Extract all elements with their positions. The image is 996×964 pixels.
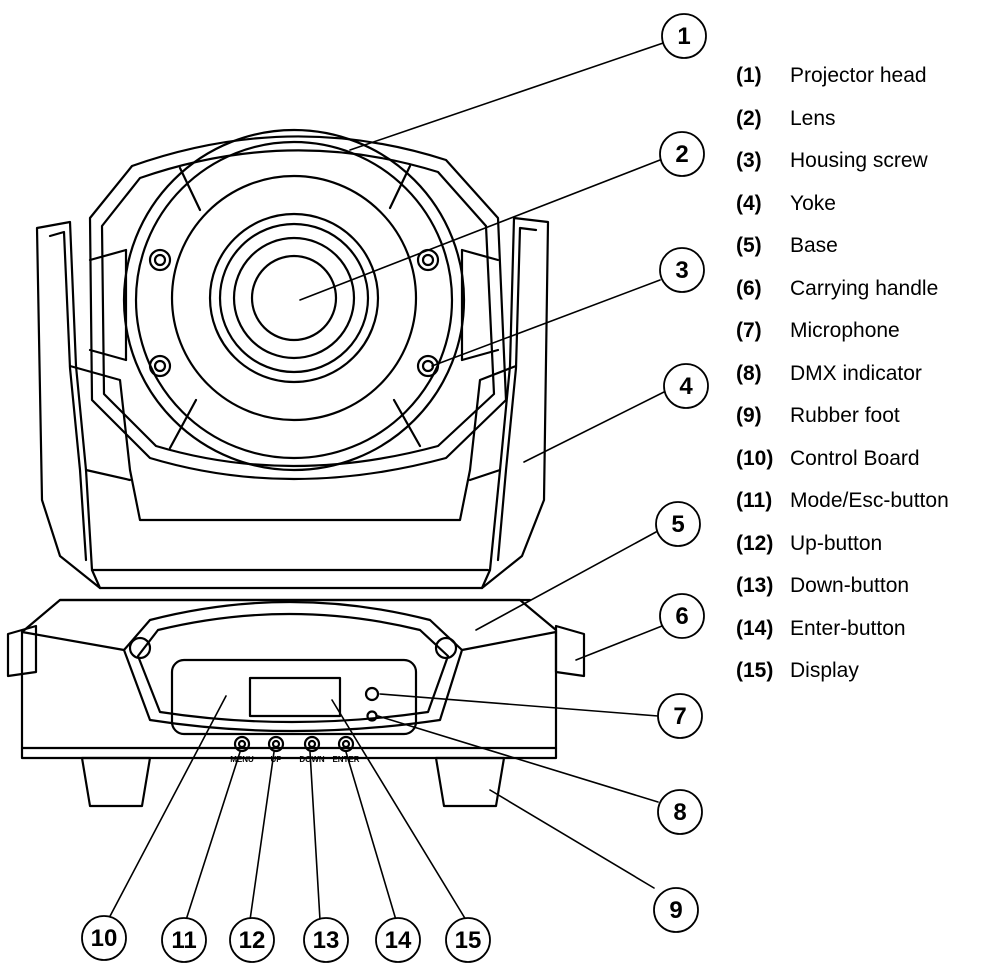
legend-item: (13) Down-button: [736, 568, 994, 611]
legend-item: (11) Mode/Esc-button: [736, 483, 994, 526]
legend-label: Up-button: [790, 531, 883, 555]
callout-1: 1: [661, 13, 707, 59]
callout-9: 9: [653, 887, 699, 933]
legend-label: Projector head: [790, 64, 927, 87]
yoke: [35, 216, 550, 590]
svg-text:14: 14: [385, 927, 412, 954]
legend-num: (15): [736, 659, 774, 682]
legend-label: Display: [790, 659, 859, 682]
legend-num: (2): [736, 106, 762, 130]
legend-label: Rubber foot: [790, 404, 900, 427]
svg-text:10: 10: [91, 925, 118, 952]
svg-text:11: 11: [171, 927, 196, 954]
svg-text:2: 2: [675, 141, 688, 168]
callout-6: 6: [659, 593, 705, 639]
legend-item: (6) Carrying handle: [736, 271, 994, 314]
carrying-handles: [6, 624, 586, 678]
callout-13: 13: [303, 917, 349, 963]
control-buttons: [233, 735, 355, 753]
callout-5: 5: [655, 501, 701, 547]
legend-label: Down-button: [790, 574, 910, 597]
legend-item: (14) Enter-button: [736, 611, 994, 654]
legend-num: (8): [736, 361, 762, 385]
svg-text:5: 5: [671, 511, 684, 538]
button-label-menu: MENU: [230, 755, 254, 764]
legend-item: (7) Microphone: [736, 313, 994, 356]
legend-label: Enter-button: [790, 616, 906, 640]
legend-item: (9) Rubber foot: [736, 398, 994, 441]
leader-lines: [107, 39, 673, 921]
legend-num: (3): [736, 149, 762, 172]
legend-item: (8) DMX indicator: [736, 356, 994, 399]
callout-4: 4: [663, 363, 709, 409]
button-label-down: DOWN: [299, 755, 325, 764]
legend-label: Mode/Esc-button: [790, 489, 949, 512]
legend-num: (14): [736, 616, 774, 640]
legend-num: (6): [736, 276, 762, 300]
lens: [170, 174, 418, 422]
callout-8: 8: [657, 789, 703, 835]
legend-label: Lens: [790, 106, 836, 130]
legend-item: (5) Base: [736, 228, 994, 271]
svg-text:4: 4: [679, 373, 693, 400]
legend-num: (1): [736, 64, 762, 87]
svg-text:13: 13: [313, 927, 340, 954]
legend-item: (4) Yoke: [736, 186, 994, 229]
base: [20, 598, 558, 760]
svg-text:15: 15: [455, 927, 482, 954]
legend-label: Control Board: [790, 446, 920, 470]
legend-num: (4): [736, 191, 762, 215]
legend-num: (10): [736, 446, 774, 470]
legend-item: (3) Housing screw: [736, 143, 994, 186]
svg-text:12: 12: [239, 927, 266, 954]
legend-num: (5): [736, 234, 762, 257]
callout-11: 11: [161, 917, 207, 963]
legend-item: (1) Projector head: [736, 58, 994, 101]
svg-text:8: 8: [673, 799, 686, 826]
svg-text:9: 9: [669, 897, 682, 924]
legend-num: (7): [736, 319, 762, 342]
legend-label: Housing screw: [790, 149, 928, 172]
legend-label: DMX indicator: [790, 361, 922, 385]
callout-7: 7: [657, 693, 703, 739]
callout-2: 2: [659, 131, 705, 177]
legend-item: (2) Lens: [736, 101, 994, 144]
rubber-feet: [80, 756, 506, 808]
projector-head: [88, 128, 508, 481]
legend-num: (9): [736, 404, 762, 427]
callout-15: 15: [445, 917, 491, 963]
legend-item: (15) Display: [736, 653, 994, 696]
legend-num: (12): [736, 531, 774, 555]
legend-label: Base: [790, 234, 838, 257]
svg-text:7: 7: [673, 703, 686, 730]
legend-label: Microphone: [790, 319, 900, 342]
button-label-enter: ENTER: [332, 755, 359, 764]
svg-text:3: 3: [675, 257, 688, 284]
button-label-up: UP: [270, 755, 282, 764]
callout-3: 3: [659, 247, 705, 293]
svg-text:1: 1: [677, 23, 690, 50]
legend-num: (13): [736, 574, 774, 597]
legend-item: (10) Control Board: [736, 441, 994, 484]
parts-legend: (1) Projector head (2) Lens (3) Housing scr…: [736, 58, 994, 696]
legend-label: Carrying handle: [790, 276, 939, 300]
legend-label: Yoke: [790, 191, 836, 215]
callout-12: 12: [229, 917, 275, 963]
legend-num: (11): [736, 489, 773, 512]
callout-10: 10: [81, 915, 127, 961]
callout-circles: 1 2 3 4 5 6 7 8 9 10 11 12 13 14 15: [81, 13, 709, 963]
callout-14: 14: [375, 917, 421, 963]
legend-item: (12) Up-button: [736, 526, 994, 569]
svg-text:6: 6: [675, 603, 688, 630]
